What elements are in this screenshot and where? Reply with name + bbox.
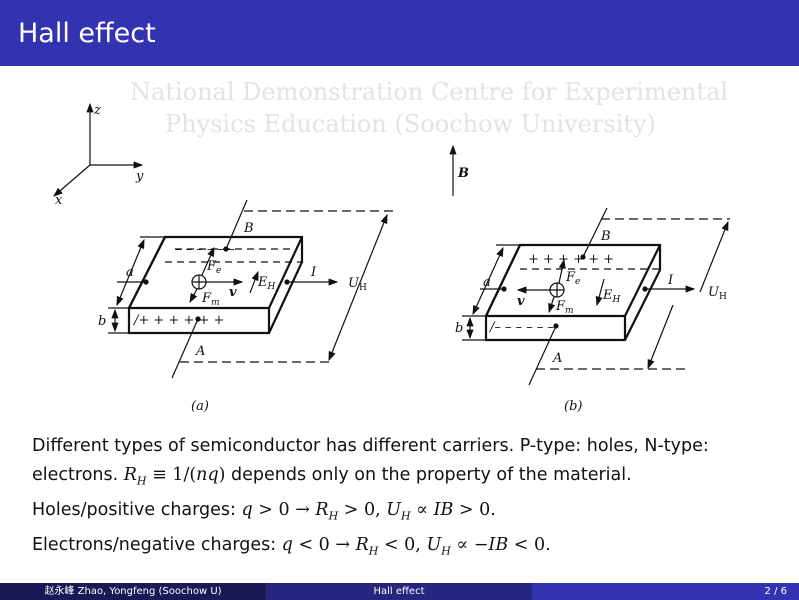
z-axis-label: z: [93, 103, 101, 118]
label: UH: [708, 285, 727, 302]
slide-title: Hall effect: [18, 18, 156, 49]
slide-footer: 赵永峰 Zhao, Yongfeng (Soochow U) Hall effe…: [0, 583, 799, 600]
footer-author: 赵永峰 Zhao, Yongfeng (Soochow U): [0, 583, 266, 600]
footer-author-text: 赵永峰 Zhao, Yongfeng (Soochow U): [44, 586, 222, 597]
x-axis-label: x: [55, 193, 63, 208]
math-segment: > 0,: [338, 499, 387, 520]
math-subscript: H: [441, 544, 451, 557]
footer-title-text: Hall effect: [373, 586, 425, 597]
text-segment: electrons.: [32, 464, 124, 485]
field-label: B: [457, 166, 469, 181]
math-segment: IB: [433, 499, 454, 520]
text-segment: Electrons/negative charges:: [32, 534, 282, 555]
math-segment: nq: [196, 464, 219, 485]
label: Fm: [201, 291, 220, 308]
footer-page-number: 2 / 6: [532, 583, 799, 600]
panel-a-sample: [108, 199, 395, 379]
caption-a: (a): [191, 399, 209, 414]
math-segment: > 0 →: [252, 499, 316, 520]
math-subscript: H: [328, 509, 339, 522]
label: Fe: [206, 259, 221, 276]
body-line: Holes/positive charges: q > 0 → RH > 0, …: [32, 496, 709, 531]
y-axis-label: y: [135, 169, 144, 184]
math-segment: R: [355, 534, 369, 555]
body-line: Electrons/negative charges: q < 0 → RH <…: [32, 531, 709, 566]
label: EH: [602, 288, 621, 305]
math-segment: < 0 →: [292, 534, 356, 555]
panel-b-sample: [462, 207, 730, 386]
math-subscript: H: [368, 544, 379, 557]
page-number: 2 / 6: [764, 586, 787, 597]
math-segment: ): [218, 464, 226, 485]
label: Fm: [555, 299, 574, 316]
math-segment: q: [241, 499, 253, 520]
math-segment: > 0.: [453, 499, 496, 520]
caption-b: (b): [564, 399, 582, 414]
label: a: [126, 265, 134, 280]
label: I: [667, 273, 674, 288]
math-segment: ∝ −: [450, 534, 489, 555]
label: I: [310, 265, 317, 280]
math-segment: < 0.: [508, 534, 551, 555]
text-segment: Different types of semiconductor has dif…: [32, 436, 709, 456]
charges: /– – – – – –: [488, 320, 555, 335]
watermark: National Demonstration Centre for Experi…: [130, 78, 728, 138]
coordinate-axes: [53, 102, 144, 197]
math-segment: ∝: [410, 499, 434, 520]
math-segment: R: [315, 499, 329, 520]
label: a: [483, 275, 491, 290]
label: Fe: [565, 270, 580, 287]
math-segment: U: [426, 534, 442, 555]
math-subscript: H: [401, 509, 411, 522]
label: B: [243, 221, 254, 236]
body-line: electrons. RH ≡ 1/(nq) depends only on t…: [32, 461, 709, 496]
label: EH: [257, 275, 276, 292]
math-segment: IB: [488, 534, 509, 555]
watermark-line: National Demonstration Centre for Experi…: [130, 78, 728, 106]
charges: + + + + + +: [528, 252, 614, 267]
slide-body-text: Different types of semiconductor has dif…: [32, 432, 709, 566]
label: v: [517, 294, 525, 309]
math-segment: q: [281, 534, 293, 555]
label: A: [552, 351, 562, 366]
math-segment: R: [123, 464, 137, 485]
math-segment: ≡ 1/(: [146, 464, 197, 485]
math-segment: < 0,: [378, 534, 427, 555]
text-segment: depends only on the property of the mate…: [225, 464, 632, 485]
slide-header: Hall effect: [0, 0, 799, 66]
charges: /+ + + + + +: [132, 313, 224, 328]
text-segment: Holes/positive charges:: [32, 499, 242, 520]
math-segment: U: [386, 499, 402, 520]
label: v: [229, 285, 237, 300]
charges: – – – – – –: [175, 242, 235, 257]
math-subscript: H: [136, 474, 147, 487]
label: b: [455, 321, 463, 336]
watermark-line: Physics Education (Soochow University): [165, 110, 656, 138]
label: b: [98, 314, 106, 329]
footer-title: Hall effect: [266, 583, 532, 600]
body-line: Different types of semiconductor has dif…: [32, 432, 709, 461]
label: A: [195, 344, 205, 359]
label: B: [600, 229, 611, 244]
label: UH: [348, 276, 367, 293]
